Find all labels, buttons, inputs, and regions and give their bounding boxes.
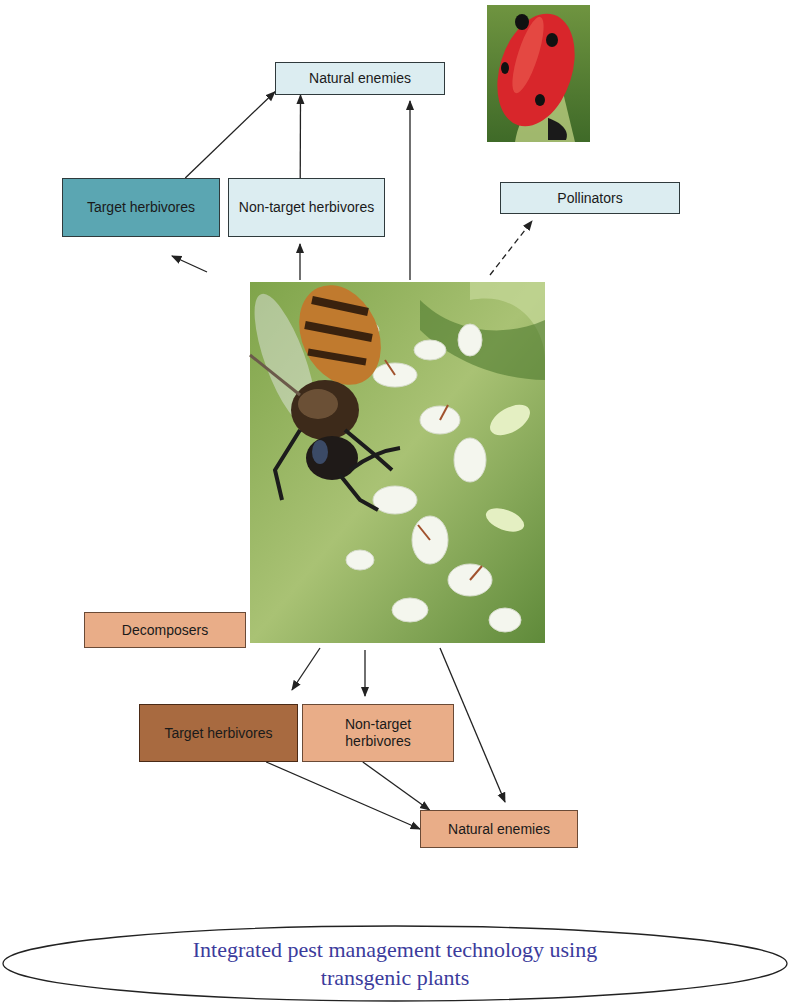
target-box: Target herbivores bbox=[62, 178, 220, 237]
box-label: Pollinators bbox=[549, 187, 630, 210]
caption-text: Integrated pest management technology us… bbox=[172, 933, 618, 994]
herbivore-box: Non-target herbivores bbox=[302, 704, 454, 762]
enemy-box: Natural enemies bbox=[420, 810, 578, 848]
box-label: Natural enemies bbox=[301, 67, 419, 90]
box-label: Target herbivores bbox=[156, 722, 280, 745]
bee-photo bbox=[242, 272, 545, 643]
herbivore-box: Non-target herbivores bbox=[228, 178, 385, 237]
ellipse-outline bbox=[3, 926, 787, 1001]
pollinator-box: Pollinators bbox=[500, 182, 680, 214]
decomposer-box: Decomposers bbox=[84, 612, 246, 648]
arrow-connector bbox=[266, 762, 420, 829]
arrow-connector bbox=[363, 762, 430, 810]
box-label: Target herbivores bbox=[79, 196, 203, 219]
box-label: Natural enemies bbox=[440, 818, 558, 841]
target-box: Target herbivores bbox=[139, 704, 298, 762]
box-label: Non-target herbivores bbox=[231, 196, 382, 219]
ellipse-outline bbox=[2, 925, 788, 1002]
arrow-connector bbox=[185, 92, 275, 178]
arrow-connector bbox=[300, 95, 302, 178]
leader-arrows bbox=[172, 101, 532, 802]
box-label: Decomposers bbox=[114, 619, 216, 642]
enemy-box: Natural enemies bbox=[275, 62, 445, 95]
box-label: Non-target herbivores bbox=[303, 713, 453, 753]
caption-ellipse: Integrated pest management technology us… bbox=[2, 925, 788, 1002]
ladybird-photo bbox=[484, 4, 590, 142]
